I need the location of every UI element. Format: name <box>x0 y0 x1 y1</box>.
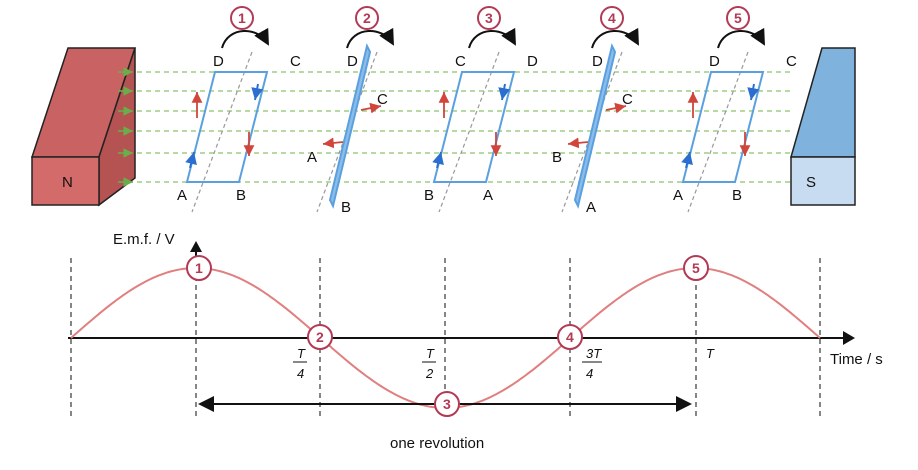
time-axis-arrow-icon <box>843 331 855 345</box>
revolution-label: one revolution <box>390 435 484 452</box>
current-arrow-icon <box>432 151 444 169</box>
corner-label: A <box>673 187 683 204</box>
step-badge-number: 2 <box>363 10 371 26</box>
current-arrow-icon <box>747 83 760 101</box>
current-arrow-icon <box>185 151 197 169</box>
step-badge-number: 5 <box>734 10 742 26</box>
coil-sequence: 1A B D C 2D C A B 3B A C D 4D C B A 5A B D C <box>177 6 797 216</box>
corner-label: C <box>622 91 633 108</box>
coil-loop <box>185 71 269 183</box>
current-arrow-icon <box>251 83 264 101</box>
rotation-arrow-icon <box>221 27 269 49</box>
south-magnet: S <box>790 47 856 206</box>
coil-5: 5A B D C <box>673 6 797 213</box>
corner-label: D <box>592 53 603 70</box>
corner-label: A <box>177 187 187 204</box>
force-arrow-icon <box>567 137 589 149</box>
marker-number: 4 <box>566 329 574 345</box>
coil-2: 2D C A B <box>307 6 394 216</box>
tick-denominator: 4 <box>586 366 593 381</box>
step-badge-circle <box>230 6 254 30</box>
marker-circle <box>683 255 709 281</box>
marker-number: 3 <box>443 396 451 412</box>
tick-0: T4 <box>293 346 307 381</box>
corner-label: A <box>307 149 317 166</box>
time-axis-label: Time / s <box>830 351 883 368</box>
rotation-arrow-icon <box>717 27 765 49</box>
marker-number: 1 <box>195 260 203 276</box>
marker-circle <box>557 324 583 350</box>
corner-label: A <box>586 199 596 216</box>
rotation-arrow-icon <box>591 27 639 49</box>
coil-loop <box>432 71 516 183</box>
emf-axis-arrow-icon <box>190 241 202 252</box>
step-badge-circle <box>477 6 501 30</box>
corner-label: D <box>527 53 538 70</box>
tick-numerator: T <box>426 346 435 361</box>
rotation-arrow-icon <box>346 27 394 49</box>
tick-numerator: T <box>297 346 306 361</box>
corner-label: B <box>424 187 434 204</box>
step-badge-circle <box>726 6 750 30</box>
corner-label: B <box>341 199 351 216</box>
corner-label: B <box>236 187 246 204</box>
marker-circle <box>307 324 333 350</box>
north-label: N <box>62 174 73 191</box>
corner-label: C <box>455 53 466 70</box>
corner-label: A <box>483 187 493 204</box>
corner-label: D <box>347 53 358 70</box>
magnetic-field-lines <box>118 67 790 187</box>
rotation-axis <box>191 51 253 213</box>
tick-1: T2 <box>422 346 436 381</box>
coil-1: 1A B D C <box>177 6 301 213</box>
current-arrow-icon <box>498 83 511 101</box>
marker-circle <box>186 255 212 281</box>
step-badge-number: 3 <box>485 10 493 26</box>
corner-label: B <box>552 149 562 166</box>
coil-3: 3B A C D <box>424 6 538 213</box>
corner-label: C <box>377 91 388 108</box>
force-arrow-icon <box>605 102 627 114</box>
tick-2: 3T4 <box>582 346 602 381</box>
step-badge-number: 4 <box>608 10 616 26</box>
marker-circle <box>434 391 460 417</box>
tick-denominator: 2 <box>425 366 434 381</box>
corner-label: D <box>213 53 224 70</box>
south-label: S <box>806 174 816 191</box>
corner-label: D <box>709 53 720 70</box>
coil-loop-edge <box>328 43 372 209</box>
coil-loop <box>681 71 765 183</box>
tick-numerator: 3T <box>586 346 602 361</box>
corner-label: B <box>732 187 742 204</box>
step-badge-circle <box>355 6 379 30</box>
rotation-axis <box>438 51 500 213</box>
step-badge-number: 1 <box>238 10 246 26</box>
tick-denominator: 4 <box>297 366 304 381</box>
marker-number: 5 <box>692 260 700 276</box>
coil-loop-edge <box>573 43 617 209</box>
emf-axis-label: E.m.f. / V <box>113 231 175 248</box>
force-arrow-icon <box>360 102 382 114</box>
coil-4: 4D C B A <box>552 6 639 216</box>
rotation-axis <box>687 51 749 213</box>
force-arrow-icon <box>322 137 344 149</box>
corner-label: C <box>786 53 797 70</box>
marker-number: 2 <box>316 329 324 345</box>
rotation-arrow-icon <box>468 27 516 49</box>
tick-numerator: T <box>706 346 715 361</box>
current-arrow-icon <box>681 151 693 169</box>
step-badge-circle <box>600 6 624 30</box>
tick-3: T <box>706 346 715 361</box>
corner-label: C <box>290 53 301 70</box>
